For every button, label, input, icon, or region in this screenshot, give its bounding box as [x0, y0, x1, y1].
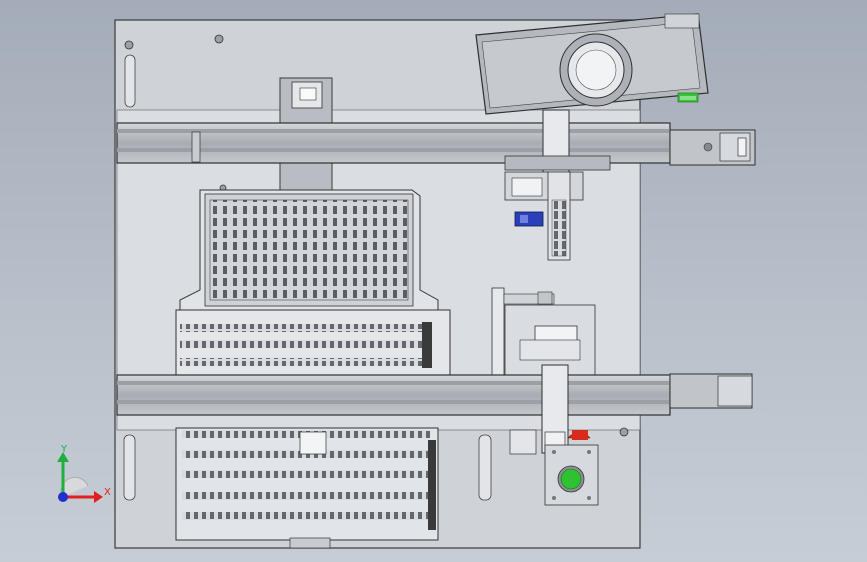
start-button-icon[interactable] — [557, 465, 585, 493]
lower-linear-rail[interactable] — [116, 373, 753, 416]
axis-y-label: Y — [60, 444, 68, 455]
bottom-row-tray[interactable] — [175, 427, 439, 541]
z-column-clamp — [299, 87, 317, 101]
upper-gripper[interactable] — [504, 171, 584, 261]
middle-row-tray[interactable] — [175, 309, 451, 379]
stop-button-icon[interactable] — [567, 430, 591, 440]
left-slot-top — [124, 54, 136, 108]
axis-x-label: X — [104, 487, 111, 498]
camera-connector — [677, 92, 699, 103]
lower-carriage[interactable] — [541, 364, 569, 454]
sensor-block — [509, 429, 537, 455]
right-slot-bottom — [478, 434, 492, 501]
upper-carriage[interactable] — [504, 109, 611, 173]
camera-unit[interactable] — [475, 13, 709, 115]
left-slot-bottom — [123, 434, 136, 501]
bottom-stub — [289, 537, 331, 549]
slotted-tray-upper[interactable] — [179, 189, 439, 311]
right-fixture[interactable] — [491, 287, 596, 379]
axis-triad-icon: Y X — [57, 444, 111, 503]
upper-linear-rail[interactable] — [116, 122, 756, 166]
